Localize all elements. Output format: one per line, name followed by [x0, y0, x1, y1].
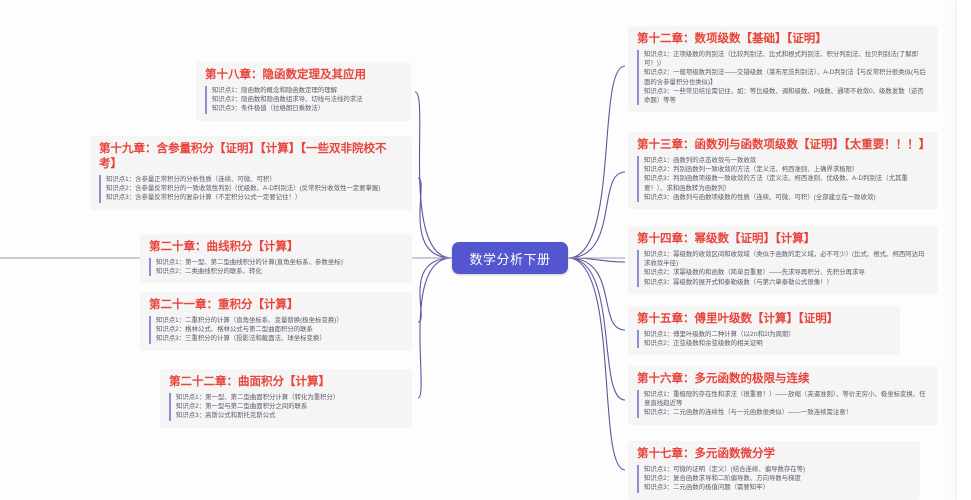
- topic-point: 知识点1：隐函数的概念和隐函数定理的理解: [212, 87, 337, 94]
- topic-card-ch21[interactable]: 第二十一章：重积分【计算】 知识点1：二重积分的计算（直角坐标系、变量替换(极坐…: [140, 292, 412, 351]
- topic-point: 知识点2：第一型与第二型曲面积分之间的联系: [176, 403, 308, 411]
- topic-point: 知识点3：幂级数的展开式和泰勒级数（与第六章泰勒公式很像！）: [644, 278, 833, 286]
- topic-card-ch14[interactable]: 第十四章：幂级数【证明】【计算】 知识点1：幂级数的收敛区间和收敛域（类似于函数…: [628, 226, 938, 294]
- topic-points: 知识点1：第一型、第二型曲面积分计算（转化为重积分） 知识点2：第一型与第二型曲…: [169, 393, 403, 421]
- topic-point: 知识点3：高斯公式和斯托克斯公式: [176, 412, 276, 420]
- canvas-right-edge-shade: [943, 0, 957, 500]
- topic-point: 知识点1：傅里叶级数的二种计算（以2π和2l为周期）: [644, 331, 795, 338]
- topic-card-ch19[interactable]: 第十九章：含参量积分【证明】【计算】【一些双非院校不考】 知识点1：含参量正常积…: [90, 136, 412, 210]
- center-node[interactable]: 数学分析下册: [452, 242, 568, 274]
- topic-point: 知识点3：二元函数的极值问题（需要知牢）: [644, 484, 769, 492]
- topic-card-ch18[interactable]: 第十八章：隐函数定理及其应用 知识点1：隐函数的概念和隐函数定理的理解 知识点2…: [196, 62, 411, 121]
- topic-points: 知识点1：幂级数的收敛区间和收敛域（类似于函数的定义域，必不可少）(比式、根式、…: [637, 250, 929, 287]
- topic-point: 知识点3：一些常见结论需记住，如：等比级数、调和级数、P级数、通项不收敛0、级数…: [644, 87, 924, 105]
- topic-point: 知识点3：判别函数项级数一致收敛的方法（定义法、柯西准则、优级数、A-D判别法（…: [644, 175, 908, 192]
- topic-title: 第十五章：傅里叶级数【计算】【证明】: [637, 313, 839, 325]
- topic-points: 知识点1：重极限的存在性和求法（很重要！）——放缩（夹逼准则）、等价无穷小、极坐…: [637, 390, 929, 418]
- topic-title: 第二十一章：重积分【计算】: [149, 299, 299, 311]
- topic-points: 知识点1：可微的证明（定义）(结合连续、偏导数存在等) 知识点2：复合函数求导和…: [637, 465, 911, 493]
- topic-title: 第十六章：多元函数的极限与连续: [637, 373, 810, 385]
- topic-point: 知识点1：含参量正常积分的分析性质（连续、可微、可积）: [106, 176, 276, 183]
- topic-point: 知识点1：幂级数的收敛区间和收敛域（类似于函数的定义域，必不可少）(比式、根式、…: [644, 251, 925, 268]
- topic-card-ch15[interactable]: 第十五章：傅里叶级数【计算】【证明】 知识点1：傅里叶级数的二种计算（以2π和2…: [628, 306, 900, 356]
- topic-card-ch17[interactable]: 第十七章：多元函数微分学 知识点1：可微的证明（定义）(结合连续、偏导数存在等)…: [628, 441, 920, 500]
- topic-points: 知识点1：傅里叶级数的二种计算（以2π和2l为周期） 知识点2：正弦级数和余弦级…: [637, 330, 891, 349]
- topic-card-ch13[interactable]: 第十三章：函数列与函数项级数【证明】【太重要！！！】 知识点1：函数列的点态收敛…: [628, 132, 938, 210]
- topic-title: 第十四章：幂级数【证明】【计算】: [637, 233, 816, 245]
- topic-card-ch20[interactable]: 第二十章：曲线积分【计算】 知识点1：第一型、第二型曲线积分的计算(直角坐标系、…: [140, 234, 412, 284]
- topic-title: 第十八章：隐函数定理及其应用: [205, 69, 366, 81]
- topic-point: 知识点2：二类曲线积分的联系、转化: [156, 268, 262, 276]
- topic-title: 第十九章：含参量积分【证明】【计算】【一些双非院校不考】: [99, 143, 387, 170]
- topic-point: 知识点2：一般项级数判别法——交错级数（莱布尼茨判别法）、A-D判别法【与反常积…: [644, 69, 926, 86]
- topic-card-ch22[interactable]: 第二十二章：曲面积分【计算】 知识点1：第一型、第二型曲面积分计算（转化为重积分…: [160, 369, 412, 428]
- topic-point: 知识点3：三重积分的计算（投影法和截面法、球坐标变换）: [156, 335, 326, 343]
- topic-points: 知识点1：正项级数的判别法（比较判别法、比式和根式判别法、积分判别法、拉贝判别法…: [637, 50, 929, 106]
- topic-point: 知识点1：重极限的存在性和求法（很重要！）——放缩（夹逼准则）、等价无穷小、极坐…: [644, 391, 926, 408]
- topic-point: 知识点2：求幂级数的和函数（简单且重要）——先求导再积分、先积分再求导: [644, 269, 865, 277]
- topic-point: 知识点1：第一型、第二型曲线积分的计算(直角坐标系、参数坐标): [156, 259, 343, 266]
- topic-points: 知识点1：二重积分的计算（直角坐标系、变量替换(极坐标变换)） 知识点2：格林公…: [149, 316, 403, 344]
- topic-title: 第二十二章：曲面积分【计算】: [169, 376, 330, 388]
- topic-point: 知识点2：复合函数求导和二阶偏导数、方向导数与梯度: [644, 475, 801, 483]
- topic-points: 知识点1：含参量正常积分的分析性质（连续、可微、可积） 知识点2：含参量反常积分…: [99, 175, 403, 203]
- topic-point: 知识点1：函数列的点态收敛与一致收敛: [644, 157, 757, 164]
- topic-point: 知识点2：格林公式、格林公式与第二型曲面积分的联系: [156, 326, 313, 334]
- topic-point: 知识点2：隐函数和隐函数组求导、切线与法线的求法: [212, 96, 363, 104]
- topic-point: 知识点1：正项级数的判别法（比较判别法、比式和根式判别法、积分判别法、拉贝判别法…: [644, 51, 919, 68]
- topic-point: 知识点1：二重积分的计算（直角坐标系、变量替换(极坐标变换)）: [156, 317, 343, 324]
- topic-point: 知识点3：函数列与函数项级数的性质（连续、可微、可积）(全部建立在一致收敛): [644, 193, 876, 201]
- topic-title: 第十三章：函数列与函数项级数【证明】【太重要！！！】: [637, 139, 931, 151]
- topic-point: 知识点2：判别函数列一致收敛的方法（定义法、柯西准则、上确界求极限）: [644, 166, 859, 174]
- topic-points: 知识点1：隐函数的概念和隐函数定理的理解 知识点2：隐函数和隐函数组求导、切线与…: [205, 86, 402, 114]
- center-node-label: 数学分析下册: [469, 251, 551, 267]
- topic-point: 知识点1：可微的证明（定义）(结合连续、偏导数存在等): [644, 466, 806, 473]
- topic-point: 知识点2：含参量反常积分的一致收敛性判别（优级数、A-D判别法）(反常积分收敛性…: [106, 185, 381, 193]
- topic-title: 第十七章：多元函数微分学: [637, 448, 775, 460]
- topic-point: 知识点2：二元函数的连续性（与一元函数很类似）——一致连续需注意！: [644, 409, 853, 417]
- canvas-right-scroll-gutter[interactable]: [956, 0, 971, 500]
- topic-point: 知识点3：条件极值（拉格朗日乘数法）: [212, 105, 325, 113]
- topic-point: 知识点2：正弦级数和余弦级数的相关证明: [644, 340, 763, 348]
- topic-card-ch16[interactable]: 第十六章：多元函数的极限与连续 知识点1：重极限的存在性和求法（很重要！）——放…: [628, 366, 938, 425]
- topic-title: 第二十章：曲线积分【计算】: [149, 241, 299, 253]
- topic-point: 知识点3：含参量反常积分的复杂计算（不定积分公式一定要记住！）: [106, 194, 302, 202]
- topic-points: 知识点1：函数列的点态收敛与一致收敛 知识点2：判别函数列一致收敛的方法（定义法…: [637, 156, 929, 203]
- topic-card-ch12[interactable]: 第十二章：数项级数【基础】【证明】 知识点1：正项级数的判别法（比较判别法、比式…: [628, 26, 938, 113]
- topic-point: 知识点1：第一型、第二型曲面积分计算（转化为重积分）: [176, 394, 340, 401]
- topic-points: 知识点1：第一型、第二型曲线积分的计算(直角坐标系、参数坐标) 知识点2：二类曲…: [149, 258, 403, 277]
- topic-title: 第十二章：数项级数【基础】【证明】: [637, 33, 827, 45]
